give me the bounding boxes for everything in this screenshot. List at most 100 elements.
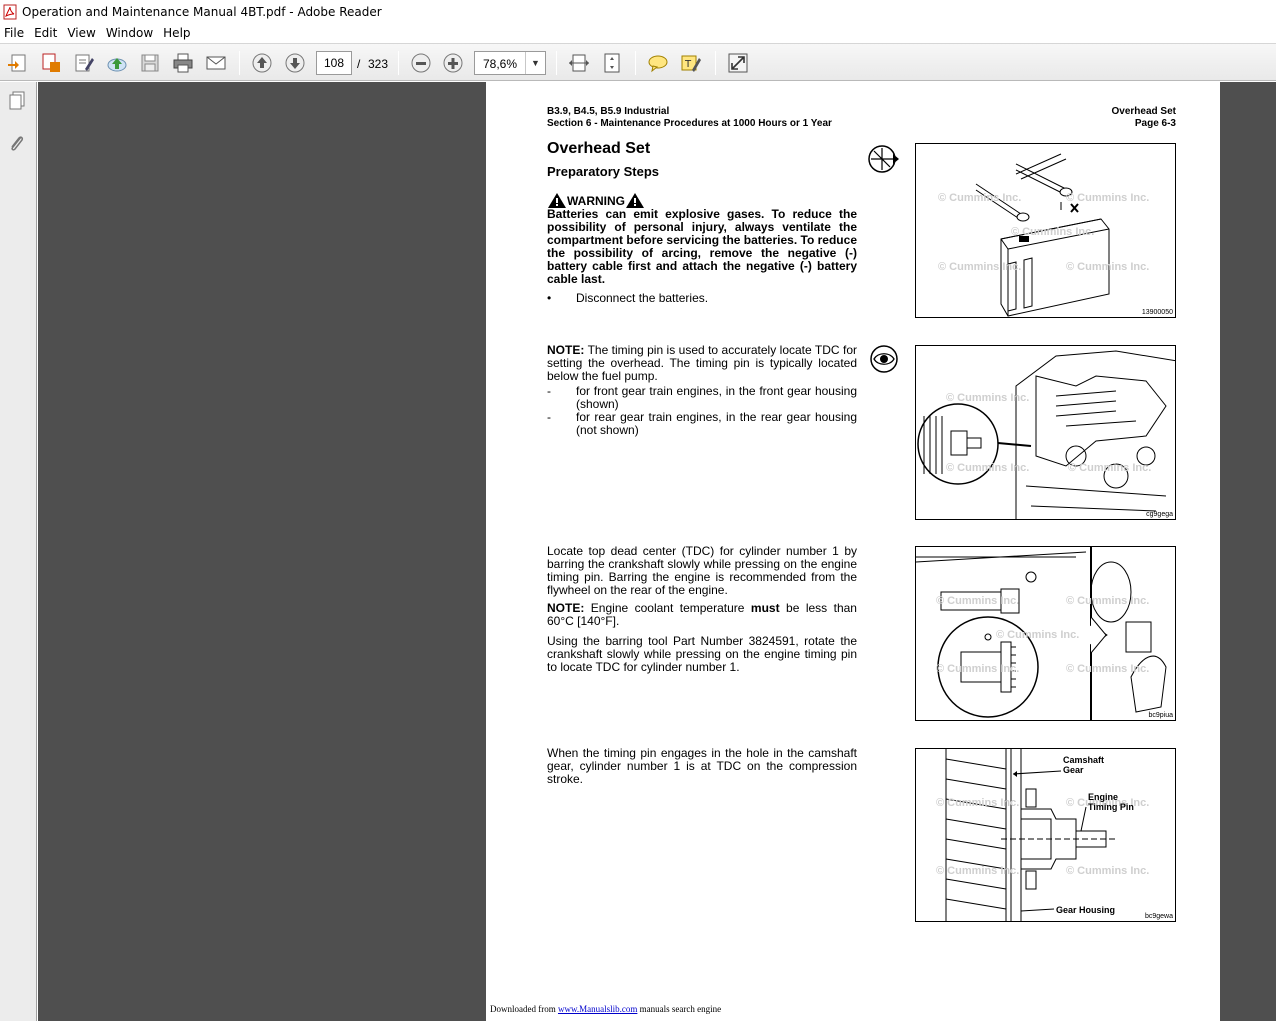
warning-text: Batteries can emit explosive gases. To r… xyxy=(547,207,857,286)
zoom-in-button[interactable] xyxy=(440,50,466,76)
figure-code: bc9gewa xyxy=(1144,913,1173,920)
fit-width-button[interactable] xyxy=(566,50,592,76)
dash-mark: - xyxy=(547,384,551,398)
warning-icon xyxy=(548,193,566,208)
export-pdf-button[interactable] xyxy=(38,50,64,76)
menu-view[interactable]: View xyxy=(63,26,101,40)
footer-link[interactable]: www.Manualslib.com xyxy=(557,1004,638,1014)
note-coolant-text-a: Engine coolant temperature xyxy=(590,601,745,615)
fullscreen-icon xyxy=(728,53,748,73)
step-disconnect-text: Disconnect the batteries. xyxy=(576,291,709,305)
note-label: NOTE: xyxy=(547,343,585,357)
barring-tool-illustration xyxy=(916,547,1167,720)
watermark: © Cummins Inc. xyxy=(1066,261,1150,273)
next-page-icon xyxy=(285,53,305,73)
document-viewport[interactable]: B3.9, B4.5, B5.9 Industrial Section 6 - … xyxy=(38,82,1276,1021)
figure-camshaft-gear: © Cummins Inc. © Cummins Inc. © Cummins … xyxy=(915,748,1176,922)
section-subtitle: Preparatory Steps xyxy=(547,164,659,179)
comment-button[interactable] xyxy=(645,50,671,76)
warning-icon xyxy=(626,193,644,208)
watermark: © Cummins Inc. xyxy=(938,261,1022,273)
email-button[interactable] xyxy=(203,50,229,76)
zoom-select[interactable]: 78,6% ▼ xyxy=(474,51,546,75)
highlight-button[interactable]: T xyxy=(678,50,704,76)
save-icon xyxy=(141,54,159,72)
print-button[interactable] xyxy=(170,50,196,76)
paperclip-icon xyxy=(11,136,23,151)
footer-prefix: Downloaded from xyxy=(490,1004,556,1014)
warning-label: WARNING xyxy=(567,193,625,208)
pages-icon xyxy=(9,91,25,110)
watermark: © Cummins Inc. xyxy=(936,595,1020,607)
save-button[interactable] xyxy=(137,50,163,76)
label-camshaft-gear: Camshaft Gear xyxy=(1063,755,1105,775)
toolbar-separator xyxy=(635,51,636,75)
figure-code: 13900050 xyxy=(1141,309,1173,316)
menu-edit[interactable]: Edit xyxy=(30,26,63,40)
note-item-rear-text: for rear gear train engines, in the rear… xyxy=(576,410,857,437)
zoom-in-icon xyxy=(443,53,463,73)
header-topic: Overhead Set xyxy=(1111,106,1176,117)
watermark: © Cummins Inc. xyxy=(1066,797,1150,809)
previous-page-icon xyxy=(252,53,272,73)
next-page-button[interactable] xyxy=(282,50,308,76)
menu-view-label: View xyxy=(67,26,96,40)
page-header-right: Overhead Set Page 6-3 xyxy=(1112,106,1176,130)
menu-help-label: Help xyxy=(163,26,191,40)
battery-illustration xyxy=(975,153,1110,317)
dash-mark: - xyxy=(547,410,551,424)
watermark: © Cummins Inc. xyxy=(936,663,1020,675)
note-coolant-must: must xyxy=(750,601,780,615)
window-title: Operation and Maintenance Manual 4BT.pdf… xyxy=(22,4,382,19)
header-section: Section 6 - Maintenance Procedures at 10… xyxy=(547,118,832,129)
fit-width-icon xyxy=(569,54,589,72)
figure-battery: © Cummins Inc. © Cummins Inc. © Cummins … xyxy=(915,143,1176,318)
menu-edit-label: Edit xyxy=(34,26,58,40)
note-label: NOTE: xyxy=(547,601,585,615)
menu-window[interactable]: Window xyxy=(102,26,159,40)
sign-button[interactable] xyxy=(71,50,97,76)
watermark: © Cummins Inc. xyxy=(946,392,1030,404)
inspect-eye-icon xyxy=(870,345,898,373)
section-title: Overhead Set xyxy=(547,140,651,157)
page-thumbnails-button[interactable] xyxy=(5,88,29,114)
header-model: B3.9, B4.5, B5.9 Industrial xyxy=(547,106,670,117)
watermark: © Cummins Inc. xyxy=(1066,663,1150,675)
step-locate-tdc: Locate top dead center (TDC) for cylinde… xyxy=(547,544,857,597)
toolbar: / 323 78,6% ▼ T xyxy=(0,43,1276,81)
footer-suffix: manuals search engine xyxy=(639,1004,722,1014)
menu-window-label: Window xyxy=(105,26,154,40)
zoom-out-button[interactable] xyxy=(408,50,434,76)
watermark: © Cummins Inc. xyxy=(936,797,1020,809)
highlight-icon: T xyxy=(681,55,701,72)
export-pdf-icon xyxy=(42,53,60,72)
attachments-button[interactable] xyxy=(5,130,29,156)
create-pdf-button[interactable] xyxy=(5,50,31,76)
page-number-input[interactable] xyxy=(316,51,352,75)
note-timing-pin: NOTE: The timing pin is used to accurate… xyxy=(547,344,857,383)
menu-help[interactable]: Help xyxy=(159,26,196,40)
watermark: © Cummins Inc. xyxy=(1011,226,1095,238)
watermark: © Cummins Inc. xyxy=(996,629,1080,641)
svg-text:T: T xyxy=(684,59,692,70)
menu-file[interactable]: File xyxy=(0,26,30,40)
previous-page-button[interactable] xyxy=(249,50,275,76)
warning-heading: WARNING xyxy=(547,192,645,209)
label-engine-timing-pin: Engine Timing Pin xyxy=(1088,792,1134,812)
watermark: © Cummins Inc. xyxy=(946,462,1030,474)
fullscreen-button[interactable] xyxy=(725,50,751,76)
chevron-down-icon[interactable]: ▼ xyxy=(525,52,545,74)
figure-code: cg9gega xyxy=(1146,511,1173,518)
engine-illustration xyxy=(917,350,1175,519)
fit-page-button[interactable] xyxy=(599,50,625,76)
adobe-reader-icon xyxy=(3,4,17,19)
header-page: Page 6-3 xyxy=(1134,118,1176,129)
toolbar-separator xyxy=(556,51,557,75)
toolbar-separator xyxy=(398,51,399,75)
watermark: © Cummins Inc. xyxy=(936,865,1020,877)
upload-button[interactable] xyxy=(104,50,130,76)
pdf-page: B3.9, B4.5, B5.9 Industrial Section 6 - … xyxy=(486,82,1220,1021)
watermark: © Cummins Inc. xyxy=(1066,192,1150,204)
fit-page-icon xyxy=(604,53,620,73)
comment-icon xyxy=(648,55,668,73)
